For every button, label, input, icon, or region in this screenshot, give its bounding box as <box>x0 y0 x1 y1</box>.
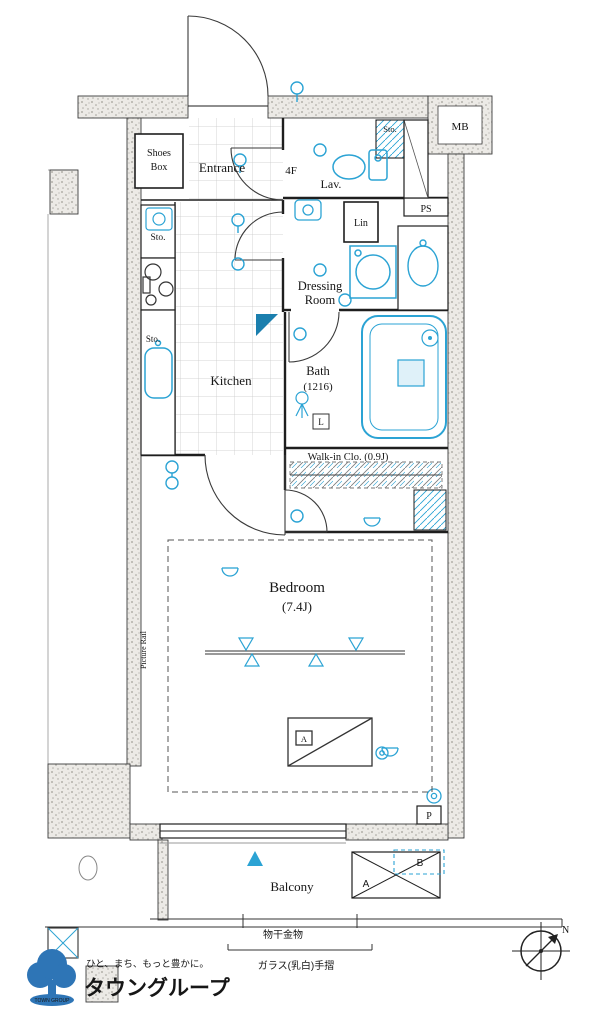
label-bed-marker: A <box>301 734 308 744</box>
label-bedroom-1: Bedroom <box>269 580 325 596</box>
ac-unit-space <box>351 849 445 899</box>
label-lav: Lav. <box>321 177 342 191</box>
bath-control-panel-icon <box>397 359 425 387</box>
wic-shelf-box <box>413 489 447 531</box>
tree-logo-icon <box>27 949 76 1006</box>
lighting-rail <box>205 637 405 667</box>
label-balcony-b: B <box>417 858 424 869</box>
mb-inner <box>437 105 483 145</box>
label-entrance: Entrance <box>199 160 245 175</box>
ceiling-light-icons <box>165 81 352 523</box>
wall-balcony-left <box>157 839 169 921</box>
bedroom-dashed-outline <box>167 539 433 793</box>
toilet-icon <box>332 149 388 181</box>
wall-bottom-seg2 <box>345 823 449 841</box>
wall-left-protrusion <box>49 169 79 215</box>
balcony-triangle-marker <box>247 851 263 866</box>
label-sto-left: Sto. <box>150 233 165 243</box>
outside-block <box>85 965 119 1003</box>
shoes-box <box>134 133 184 189</box>
sink-counter-box <box>140 309 176 456</box>
handrail-lines <box>45 914 563 951</box>
wall-bottom-left-block <box>47 763 131 839</box>
label-sto-top: Sto. <box>383 124 396 134</box>
shower-icon <box>295 391 309 418</box>
label-glass-handrail: ガラス(乳白)手摺 <box>258 959 334 972</box>
label-sto-counter: Sto. <box>146 334 160 344</box>
label-dressing-2: Room <box>305 293 336 307</box>
vanity-basin-icon <box>407 239 439 287</box>
p-shaft-box <box>416 805 442 825</box>
balcony-window <box>159 823 347 844</box>
duct-diagonal <box>403 119 429 199</box>
label-mb: MB <box>451 121 468 133</box>
storage-top-shelf <box>375 119 405 159</box>
label-floor: 4F <box>285 165 297 177</box>
wall-light-icons <box>221 517 399 757</box>
label-bath-2: (1216) <box>303 381 333 393</box>
label-walkin-closet: Walk-in Clo. (0.9J) <box>308 452 389 463</box>
label-ps: PS <box>420 204 431 215</box>
label-kitchen: Kitchen <box>210 373 252 388</box>
logo-text: TOWN GROUP <box>35 998 71 1004</box>
label-mixer: L <box>318 417 324 427</box>
wall-top-left <box>77 95 189 119</box>
linen-closet <box>343 201 379 243</box>
wall-right-column <box>447 153 465 839</box>
label-compass-north: N <box>562 925 569 936</box>
label-balcony-a: A <box>363 879 370 890</box>
utility-faucet-icon <box>145 207 173 231</box>
label-dressing-1: Dressing <box>298 279 343 293</box>
compass-icon <box>512 922 570 980</box>
label-laundry-hardware: 物干金物 <box>263 928 303 941</box>
label-lin: Lin <box>354 218 368 229</box>
vanity-counter <box>397 225 449 311</box>
label-p-shaft: P <box>426 811 432 822</box>
label-bath-1: Bath <box>306 364 330 378</box>
bathtub-icon <box>361 315 447 439</box>
mixer-valve-box <box>312 413 330 430</box>
storage-left-box <box>140 204 176 259</box>
label-shoes-box-2: Box <box>151 162 168 173</box>
column-ellipse <box>78 855 98 881</box>
hand-basin-icon <box>294 199 322 221</box>
footer-brand: タウングループ <box>84 976 231 1000</box>
kitchen-sink-icon <box>144 339 173 399</box>
site-outline <box>47 169 78 764</box>
town-group-logo <box>27 949 76 1006</box>
kitchen-hall-tile-floor <box>176 202 283 455</box>
bed-icon <box>287 717 373 767</box>
footer-tagline: ひと、まち、もっと豊かに。 <box>86 958 209 970</box>
structural-walls <box>47 95 493 1003</box>
door-arcs <box>187 15 340 536</box>
washing-machine-icon <box>349 245 397 299</box>
label-shoes-box-1: Shoes <box>147 148 171 159</box>
stove-icon <box>142 263 174 306</box>
step-marker-triangle <box>256 314 278 336</box>
wall-bottom-seg1 <box>129 823 163 841</box>
wall-top-right <box>267 95 429 119</box>
label-balcony: Balcony <box>270 879 314 894</box>
entrance-tile-floor <box>189 118 283 200</box>
label-picture-rail: Picture Rail <box>139 630 148 669</box>
label-bedroom-2: (7.4J) <box>282 599 312 614</box>
